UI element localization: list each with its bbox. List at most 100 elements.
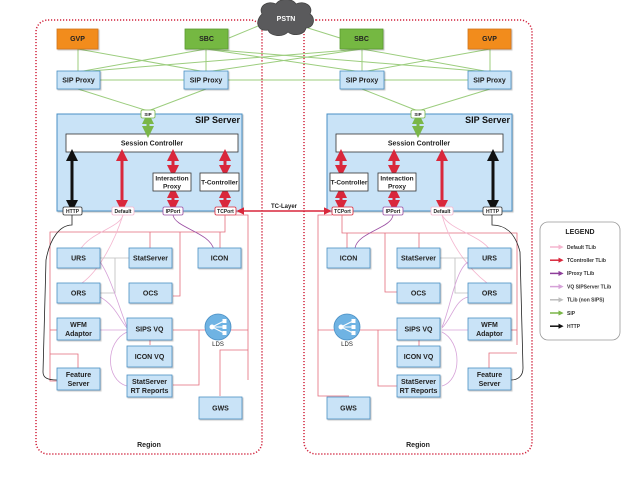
ors-right[interactable]: ORS [467, 282, 512, 304]
sip-proxy-right-1[interactable]: SIP Proxy [339, 70, 385, 90]
gvp-left-label: GVP [70, 36, 85, 43]
wfm-label-2: Adaptor [476, 331, 503, 338]
sip-proxy-left-2[interactable]: SIP Proxy [183, 70, 229, 90]
feature-server-left[interactable]: Feature Server [56, 367, 101, 391]
feature-server-label-1: Feature [477, 372, 502, 379]
gvp-left[interactable]: GVP [56, 28, 99, 50]
sbc-right[interactable]: SBC [339, 28, 384, 50]
right-components: ICON StatServer URS OCS ORS SIPS VQ WFM … [326, 247, 512, 449]
left-components: URS StatServer ICON ORS OCS WFM Adaptor … [56, 247, 243, 449]
feature-server-label-1: Feature [66, 372, 91, 379]
feature-server-label-2: Server [479, 381, 501, 388]
legend-item-label: HTTP [567, 324, 581, 330]
wfm-adaptor-right[interactable]: WFM Adaptor [467, 317, 512, 341]
statserver-rt-label-1: StatServer [401, 379, 436, 386]
legend-item: SIP [550, 310, 576, 317]
interaction-proxy-label-1: Interaction [380, 176, 413, 183]
urs-label: URS [71, 256, 86, 263]
tc-layer-label: TC-Layer [271, 204, 298, 210]
sip-proxy-label: SIP Proxy [190, 78, 223, 85]
t-controller-box[interactable] [199, 172, 240, 192]
sip-proxy-right-2[interactable]: SIP Proxy [467, 70, 512, 90]
tcport-label: TCPort [334, 209, 351, 215]
gws-left[interactable]: GWS [198, 396, 243, 420]
http-port-label: HTTP [486, 209, 500, 215]
gws-right[interactable]: GWS [326, 396, 371, 420]
legend-item: TLib (non SIPS) [550, 297, 605, 304]
lds-label: LDS [341, 342, 353, 348]
ocs-label: OCS [411, 291, 427, 298]
interaction-proxy-label-2: Proxy [163, 184, 181, 191]
sbc-left-label: SBC [199, 36, 214, 43]
ors-left[interactable]: ORS [56, 282, 101, 304]
feature-server-label-2: Server [68, 381, 90, 388]
t-controller-label: T-Controller [331, 180, 368, 187]
legend-item-label: IProxy TLib [567, 271, 594, 277]
statserver-rt-label-1: StatServer [132, 379, 167, 386]
sips-vq-label: SIPS VQ [404, 327, 433, 334]
gvp-right[interactable]: GVP [467, 28, 512, 50]
pstn-cloud: PSTN [257, 0, 314, 36]
sips-vq-label: SIPS VQ [135, 327, 164, 334]
legend-item: HTTP [550, 323, 581, 330]
sip-port-label: SIP [144, 112, 151, 117]
feature-server-right[interactable]: Feature Server [467, 367, 512, 391]
legend-item: IProxy TLib [550, 270, 594, 277]
urs-left[interactable]: URS [56, 247, 101, 269]
ocs-right[interactable]: OCS [396, 282, 441, 304]
lds-left[interactable]: LDS [204, 313, 232, 348]
icon-vq-left[interactable]: ICON VQ [126, 345, 173, 368]
wfm-label-1: WFM [481, 322, 498, 329]
urs-label: URS [482, 256, 497, 263]
http-port-label: HTTP [66, 209, 80, 215]
lds-right[interactable]: LDS [333, 313, 361, 348]
statserver-left[interactable]: StatServer [128, 247, 173, 269]
statserver-rt-label-2: RT Reports [400, 388, 438, 395]
icon-right[interactable]: ICON [326, 247, 371, 269]
interaction-proxy-label-2: Proxy [388, 184, 406, 191]
interaction-proxy-box[interactable] [377, 172, 417, 192]
sip-proxy-label: SIP Proxy [346, 78, 379, 85]
sips-vq-left[interactable]: SIPS VQ [126, 317, 173, 341]
icon-vq-right[interactable]: ICON VQ [396, 345, 441, 368]
sip-lines [77, 25, 491, 112]
region-left-label: Region [137, 442, 161, 449]
interaction-proxy-box[interactable] [152, 172, 192, 192]
statserver-label: StatServer [133, 256, 168, 263]
default-port-label: Default [115, 209, 132, 215]
tcport-label: TCPort [217, 209, 234, 215]
urs-right[interactable]: URS [467, 247, 512, 269]
wfm-adaptor-left[interactable]: WFM Adaptor [56, 317, 101, 341]
t-controller-label: T-Controller [201, 180, 238, 187]
statserver-rt-right[interactable]: StatServer RT Reports [396, 374, 441, 398]
ocs-left[interactable]: OCS [128, 282, 173, 304]
gws-label: GWS [340, 406, 357, 413]
ors-label: ORS [71, 291, 87, 298]
icon-left[interactable]: ICON [197, 247, 242, 269]
icon-label: ICON [340, 256, 358, 263]
tc-layer: TC-Layer [236, 204, 332, 215]
sips-vq-right[interactable]: SIPS VQ [396, 317, 441, 341]
sip-proxy-left-1[interactable]: SIP Proxy [56, 70, 101, 90]
statserver-rt-label-2: RT Reports [131, 388, 169, 395]
statserver-rt-left[interactable]: StatServer RT Reports [126, 374, 173, 398]
ipport-label: IPPort [166, 209, 181, 215]
statserver-right[interactable]: StatServer [396, 247, 441, 269]
share-icon [209, 319, 227, 335]
legend-item-label: Default TLib [567, 245, 596, 251]
region-left-border [35, 19, 263, 455]
sip-proxy-label: SIP Proxy [473, 78, 506, 85]
sbc-left[interactable]: SBC [184, 28, 229, 50]
sip-server-left: SIP Server Session Controller Interactio… [56, 109, 243, 216]
right-tlib-lines [317, 214, 524, 397]
sip-server-right: SIP Server Session Controller T-Controll… [326, 109, 513, 216]
interaction-proxy-label-1: Interaction [155, 176, 188, 183]
region-right-label: Region [406, 442, 430, 449]
icon-vq-label: ICON VQ [404, 354, 434, 361]
session-controller-label: Session Controller [121, 141, 184, 148]
legend-title: LEGEND [565, 229, 594, 236]
t-controller-box[interactable] [329, 172, 369, 192]
